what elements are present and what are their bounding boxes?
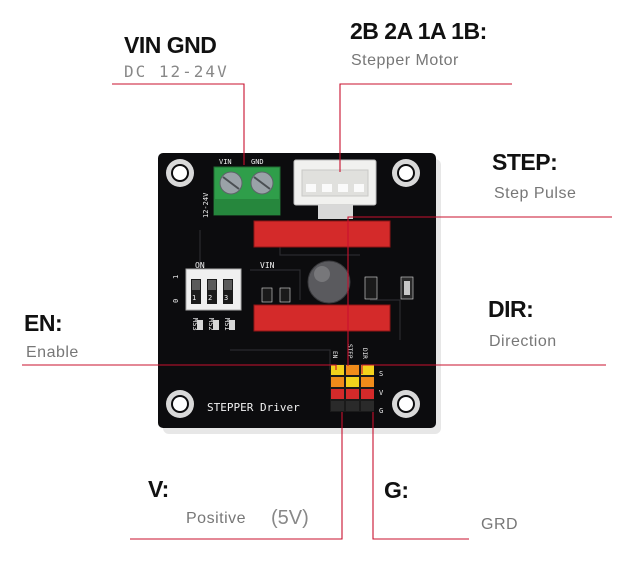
en-title: EN: [24,310,63,336]
vin-mark: VIN [260,261,275,270]
pin-v-label: V [379,389,384,397]
terminal-vin-label: VIN [219,158,232,166]
v-subtitle: Positive [186,510,247,527]
en-subtitle: Enable [26,344,79,361]
g-subtitle: GRD [481,516,519,533]
pin-en-label: EN [331,351,338,359]
pin-step-label: STEP [346,344,353,359]
upper-red-header [253,220,391,248]
ms2-label: MS2 [207,318,215,331]
board-title: STEPPER Driver [207,401,300,414]
motor-title: 2B 2A 1A 1B: [350,18,487,44]
power-terminal-block [213,166,281,216]
step-title: STEP: [492,149,558,175]
vin-gnd-subtitle: DC 12-24V [124,62,229,81]
dip-number-1: 1 [192,294,196,302]
dir-title: DIR: [488,296,534,322]
inductor [307,260,351,304]
ms1-label: MS1 [223,318,231,331]
pin-s-label: S [379,370,383,378]
lower-red-header [253,304,391,332]
g-title: G: [384,477,409,503]
ms3-label: MS3 [191,318,199,331]
leader-lines [22,83,612,540]
dip-on-label: ON [195,261,205,270]
terminal-gnd-label: GND [251,158,264,166]
dip-switch [185,268,242,311]
dip-number-2: 2 [208,294,212,302]
smd-components [261,276,414,303]
pin-g-label: G [379,407,383,415]
pin-dir-label: DIR [361,348,368,359]
dir-subtitle: Direction [489,333,557,350]
step-subtitle: Step Pulse [494,185,577,202]
voltage-label: 12-24V [202,192,210,218]
motor-subtitle: Stepper Motor [351,52,459,69]
control-pin-header [330,364,374,412]
v-note: (5V) [271,507,309,529]
vin-gnd-title: VIN GND [124,32,217,58]
mounting-holes [166,159,420,418]
dip-side-0: 0 [172,299,180,303]
dip-number-3: 3 [224,294,228,302]
motor-connector [293,159,377,206]
v-title: V: [148,476,169,502]
dip-side-1: 1 [172,275,180,279]
